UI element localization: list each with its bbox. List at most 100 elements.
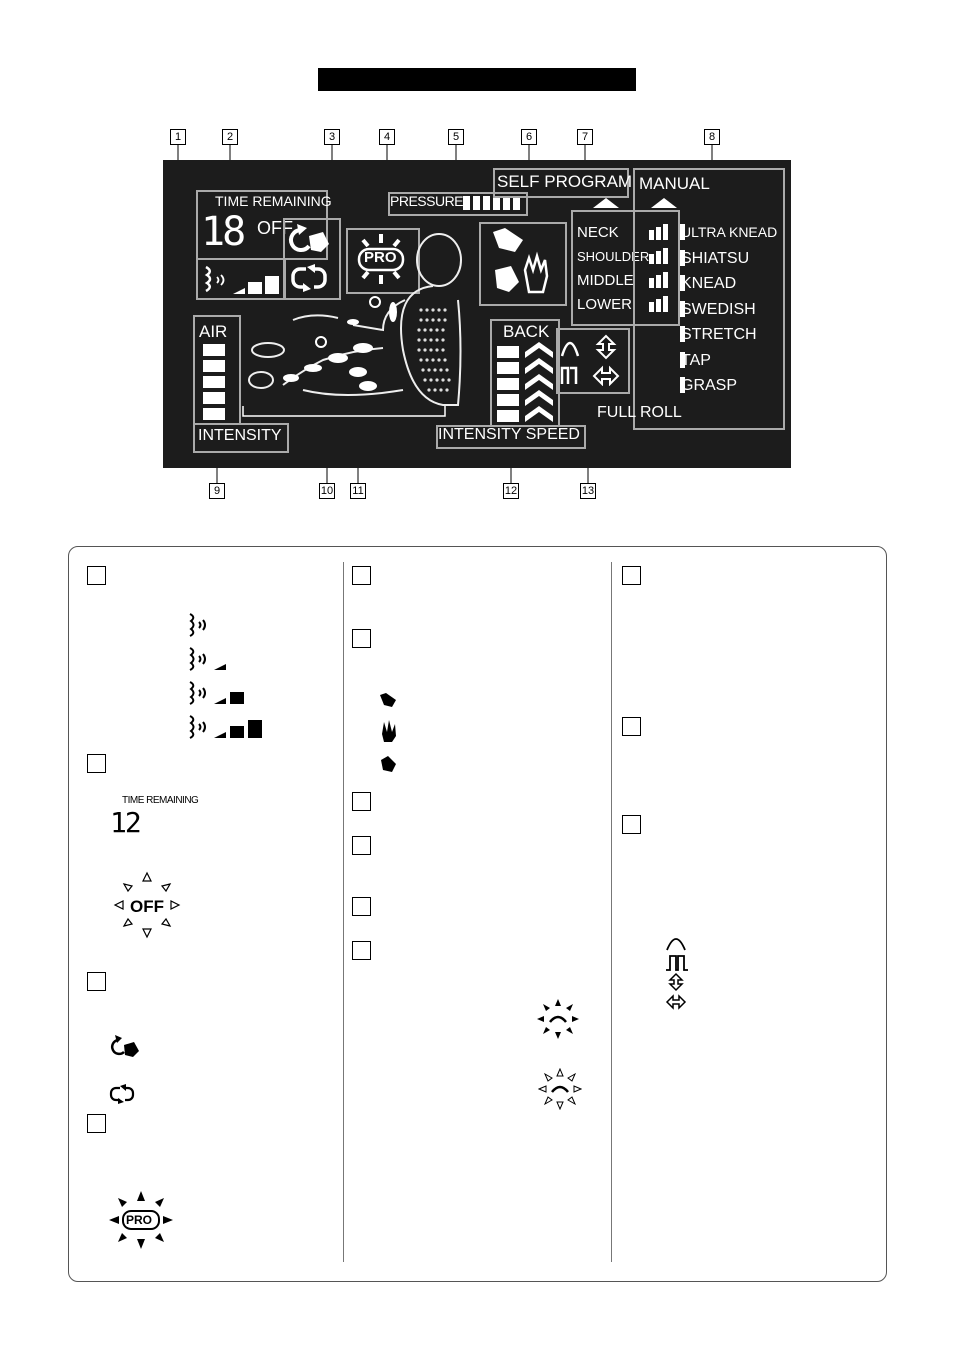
palm-icon <box>523 251 549 294</box>
leftright-arrow-legend-icon <box>665 994 687 1010</box>
legend-marker-11 <box>622 566 641 585</box>
hand-legend-icon <box>380 693 396 707</box>
air-bar-4 <box>203 392 225 404</box>
pattern-legend-icons <box>665 938 688 1010</box>
callout-4: 4 <box>379 129 395 145</box>
back-label: BACK <box>503 322 550 341</box>
callout-2: 2 <box>222 129 238 145</box>
palm-legend-icon <box>382 720 396 742</box>
legend-marker-2 <box>87 754 106 773</box>
updown-arrow-icon <box>595 334 617 360</box>
wave-legend-icon <box>666 938 686 951</box>
callout-9: 9 <box>209 483 225 499</box>
full-roll-label: FULL ROLL <box>597 404 682 421</box>
pro-icon <box>357 234 405 284</box>
wave-icon <box>560 341 580 357</box>
air-label: AIR <box>199 322 228 341</box>
legend-time-digits: 12 <box>110 806 142 839</box>
manual-item-swedish: SWEDISH <box>681 300 756 318</box>
legend-marker-9 <box>352 897 371 916</box>
manual-item-knead: KNEAD <box>681 275 737 292</box>
time-remaining-label: TIME REMAINING <box>215 193 332 209</box>
hand-icon <box>493 228 523 252</box>
legend-marker-5 <box>352 566 371 585</box>
lcd-panel: TIME REMAINING 18 OFF PRO PRESSURE <box>163 160 791 468</box>
repeat-icon <box>291 264 327 292</box>
callout-12: 12 <box>503 483 519 499</box>
manual-item-grasp: GRASP <box>681 377 738 394</box>
self-program-arrow <box>593 198 619 208</box>
rotate-icon-leg <box>315 336 327 348</box>
rotate-icon-shoulder <box>369 296 381 308</box>
technique-icons <box>493 228 549 294</box>
air-bar-3 <box>203 376 225 388</box>
legend-time-remaining: TIME REMAINING <box>122 795 199 806</box>
pressure-label: PRESSURE <box>390 193 464 209</box>
air-bar-1 <box>203 344 225 356</box>
manual-indicators <box>680 224 685 393</box>
callout-6: 6 <box>521 129 537 145</box>
pattern-icons <box>560 334 620 386</box>
intensity-box <box>193 423 289 453</box>
auto-course-icon <box>289 224 329 252</box>
legend-marker-12 <box>622 717 641 736</box>
air-level-bars <box>233 276 279 294</box>
back-bar-4 <box>497 394 519 406</box>
rotate-blink-icon-2 <box>538 1068 582 1110</box>
air-level-box <box>196 258 286 300</box>
legend-marker-10 <box>352 941 371 960</box>
speed-chevrons <box>525 342 553 422</box>
self-program-box <box>493 168 629 198</box>
air-level-legend <box>189 613 262 739</box>
fist-legend-icon <box>381 756 396 772</box>
air-bar-2 <box>203 360 225 372</box>
manual-list: ULTRA KNEAD SHIATSU KNEAD SWEDISH STRETC… <box>681 220 777 399</box>
air-bar-5 <box>203 408 225 420</box>
back-bar-1 <box>497 346 519 358</box>
title-bar <box>318 68 636 91</box>
legend-marker-4 <box>87 1114 106 1133</box>
time-digits: 18 <box>201 209 246 255</box>
callout-10: 10 <box>319 483 335 499</box>
technique-legend-icons <box>380 693 396 772</box>
legend-marker-1 <box>87 566 106 585</box>
off-blink-icon <box>113 871 181 939</box>
callout-13: 13 <box>580 483 596 499</box>
manual-item-stretch: STRETCH <box>681 326 757 343</box>
body-figure <box>248 233 462 406</box>
manual-item-shiatsu: SHIATSU <box>681 249 750 267</box>
manual-arrow <box>651 198 677 208</box>
air-intensity-label: INTENSITY <box>198 427 282 444</box>
legend-box <box>68 546 887 1282</box>
self-program-label: SELF PROGRAM <box>497 172 633 191</box>
self-level-bars <box>649 224 668 312</box>
manual-item-ultra-knead: ULTRA KNEAD <box>681 224 778 240</box>
leftright-arrow-icon <box>592 365 620 386</box>
legend-marker-3 <box>87 972 106 991</box>
repeat-legend-icon <box>109 1084 135 1104</box>
self-item-middle: MIDDLE <box>577 272 634 289</box>
legend-marker-13 <box>622 815 641 834</box>
self-program-list: NECK SHOULDER MIDDLE LOWER <box>577 221 649 317</box>
intensity-speed-label: INTENSITY SPEED <box>438 426 580 443</box>
pressure-bars <box>463 196 520 210</box>
technique-box <box>479 222 567 306</box>
legend-pro: PRO <box>126 1213 153 1227</box>
back-bar-3 <box>497 378 519 390</box>
updown-arrow-legend-icon <box>668 972 684 992</box>
legend-off: OFF <box>130 897 164 916</box>
auto-course-legend-icon <box>111 1035 139 1057</box>
pattern-box <box>556 328 630 394</box>
fist-icon <box>495 266 519 292</box>
manual-item-tap: TAP <box>681 351 711 369</box>
pulse-legend-icon <box>666 955 688 971</box>
manual-box <box>633 168 785 430</box>
legend-divider-1 <box>343 562 344 1262</box>
self-item-shoulder: SHOULDER <box>577 249 650 264</box>
self-item-neck: NECK <box>577 224 619 241</box>
manual-label: MANUAL <box>639 174 710 193</box>
pressure-box <box>388 192 528 216</box>
pro-blink-icon <box>109 1191 173 1249</box>
pro-box <box>346 228 420 294</box>
body-bracket <box>242 406 446 417</box>
